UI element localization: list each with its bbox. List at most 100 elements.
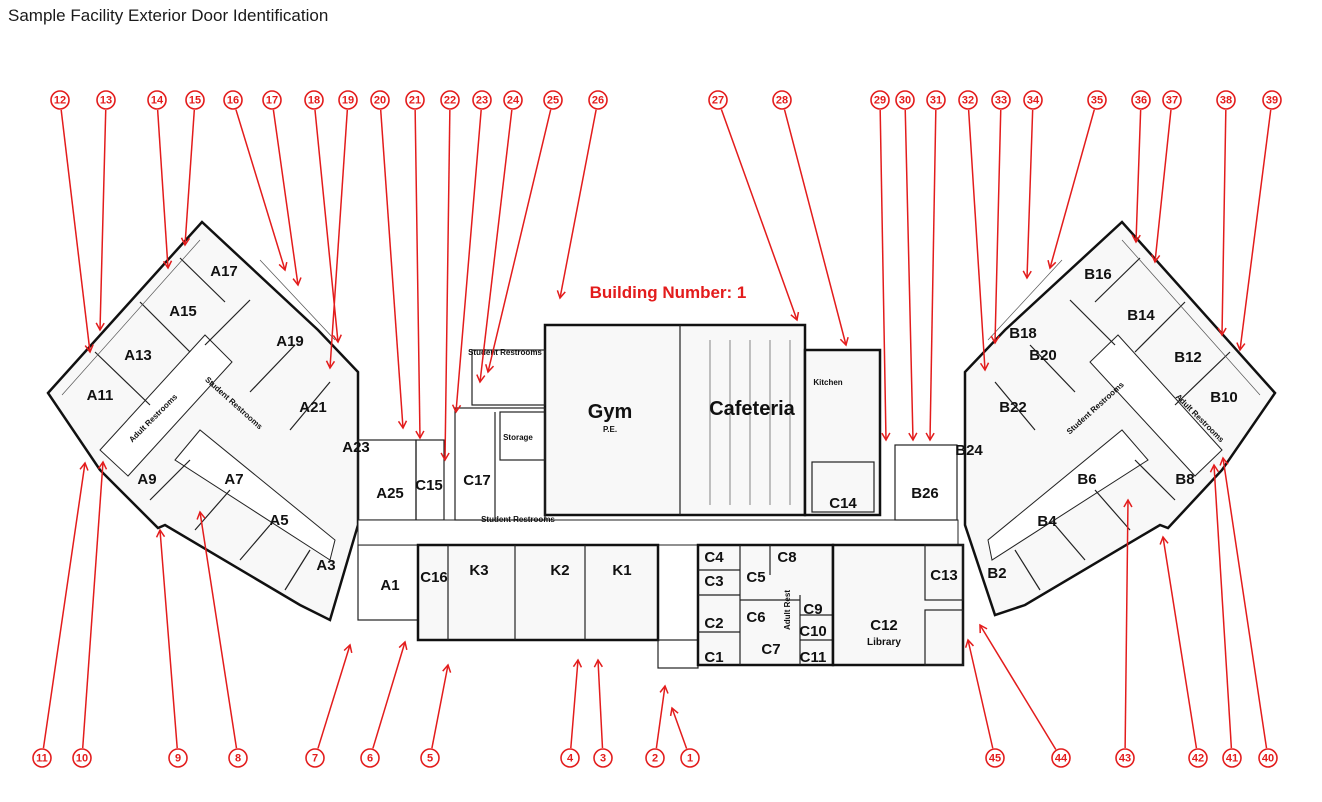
door-number-40: 40 xyxy=(1262,753,1274,765)
door-arrowhead-4 xyxy=(572,658,583,668)
wing-b-corridor-lower xyxy=(987,429,1149,561)
door-number-5: 5 xyxy=(427,753,433,765)
door-arrow-7 xyxy=(317,644,351,749)
door-arrow-20 xyxy=(379,109,404,429)
door-arrowhead-17 xyxy=(292,277,302,287)
room-c2: C2 xyxy=(704,615,723,632)
door-marker-17: 17 xyxy=(262,90,302,287)
room-k2: K2 xyxy=(550,562,569,579)
door-number-18: 18 xyxy=(308,95,320,107)
student-restrooms-bottom-label: Student Restrooms xyxy=(481,515,555,524)
room-c6: C6 xyxy=(746,609,765,626)
door-marker-13: 13 xyxy=(95,90,116,332)
door-marker-7: 7 xyxy=(305,643,353,768)
door-number-23: 23 xyxy=(476,95,488,107)
door-number-8: 8 xyxy=(235,753,241,765)
door-arrow-40 xyxy=(1222,457,1268,749)
room-c11: C11 xyxy=(800,649,827,666)
room-b10: B10 xyxy=(1210,389,1238,406)
door-number-2: 2 xyxy=(652,753,658,765)
wing-b xyxy=(894,220,1277,617)
door-number-1: 1 xyxy=(687,753,693,765)
door-arrow-11 xyxy=(42,462,86,749)
door-marker-circle-38 xyxy=(1216,90,1236,110)
door-arrowhead-40 xyxy=(1219,456,1229,466)
door-number-39: 39 xyxy=(1266,95,1278,107)
door-arrow-6 xyxy=(372,641,406,749)
door-arrow-2 xyxy=(655,685,666,749)
room-b18: B18 xyxy=(1009,325,1037,342)
door-marker-circle-42 xyxy=(1188,748,1208,768)
room-c17: C17 xyxy=(463,472,491,489)
door-arrow-29 xyxy=(879,109,887,441)
door-marker-circle-2 xyxy=(645,748,665,768)
door-marker-circle-24 xyxy=(503,90,523,110)
door-arrow-28 xyxy=(783,109,847,346)
door-arrowhead-22 xyxy=(440,452,450,462)
door-marker-23: 23 xyxy=(451,90,492,414)
door-arrowhead-15 xyxy=(180,237,191,247)
door-marker-circle-39 xyxy=(1262,90,1282,110)
room-c12: C12 xyxy=(870,617,898,634)
door-arrowhead-5 xyxy=(442,663,452,673)
door-arrowhead-28 xyxy=(839,337,849,347)
door-arrow-9 xyxy=(159,529,178,749)
door-number-26: 26 xyxy=(592,95,604,107)
door-marker-11: 11 xyxy=(32,461,89,768)
door-marker-circle-9 xyxy=(168,748,188,768)
door-number-15: 15 xyxy=(189,95,201,107)
door-arrow-21 xyxy=(414,109,421,439)
room-c7: C7 xyxy=(761,641,780,658)
door-marker-circle-16 xyxy=(223,90,243,110)
room-b16: B16 xyxy=(1084,266,1112,283)
door-arrowhead-34 xyxy=(1022,270,1032,280)
room-b4: B4 xyxy=(1037,513,1057,530)
building-number-label: Building Number: 1 xyxy=(590,283,747,302)
wing-b-corridor-upper xyxy=(1089,334,1223,477)
room-c1: C1 xyxy=(704,649,723,666)
door-arrow-43 xyxy=(1124,499,1129,749)
door-number-3: 3 xyxy=(600,753,606,765)
door-marker-circle-14 xyxy=(147,90,167,110)
room-a1: A1 xyxy=(380,577,399,594)
door-marker-circle-32 xyxy=(958,90,978,110)
door-arrow-4 xyxy=(570,659,579,749)
door-marker-circle-13 xyxy=(96,90,116,110)
door-number-14: 14 xyxy=(151,95,164,107)
room-a17: A17 xyxy=(210,263,238,280)
door-marker-8: 8 xyxy=(196,510,248,768)
door-marker-26: 26 xyxy=(556,90,608,300)
door-marker-42: 42 xyxy=(1159,535,1208,768)
door-marker-circle-45 xyxy=(985,748,1005,768)
door-arrowhead-21 xyxy=(415,430,425,440)
door-number-36: 36 xyxy=(1135,95,1147,107)
room-a5: A5 xyxy=(269,512,288,529)
door-arrowhead-30 xyxy=(908,432,918,442)
door-arrowhead-14 xyxy=(162,260,173,270)
door-arrowhead-7 xyxy=(343,643,353,654)
door-arrowhead-10 xyxy=(97,460,108,470)
door-arrow-39 xyxy=(1239,109,1272,351)
door-arrow-42 xyxy=(1162,536,1198,749)
door-arrowhead-32 xyxy=(979,362,990,372)
door-arrowhead-35 xyxy=(1047,259,1057,270)
door-arrowhead-41 xyxy=(1209,463,1220,473)
room-a25: A25 xyxy=(376,485,404,502)
room-c5: C5 xyxy=(746,569,765,586)
door-number-34: 34 xyxy=(1027,95,1040,107)
room-c3: C3 xyxy=(704,573,723,590)
door-number-25: 25 xyxy=(547,95,559,107)
door-arrow-27 xyxy=(720,109,798,321)
door-number-33: 33 xyxy=(995,95,1007,107)
wing-b-outline xyxy=(963,220,1277,617)
door-arrowhead-3 xyxy=(593,658,603,668)
door-marker-circle-36 xyxy=(1131,90,1151,110)
door-arrowhead-36 xyxy=(1131,234,1141,244)
door-marker-28: 28 xyxy=(772,90,849,347)
door-marker-4: 4 xyxy=(560,658,583,768)
library-block xyxy=(831,543,965,667)
door-marker-circle-43 xyxy=(1115,748,1135,768)
door-number-21: 21 xyxy=(409,95,421,107)
door-marker-5: 5 xyxy=(420,663,452,768)
door-marker-circle-23 xyxy=(472,90,492,110)
